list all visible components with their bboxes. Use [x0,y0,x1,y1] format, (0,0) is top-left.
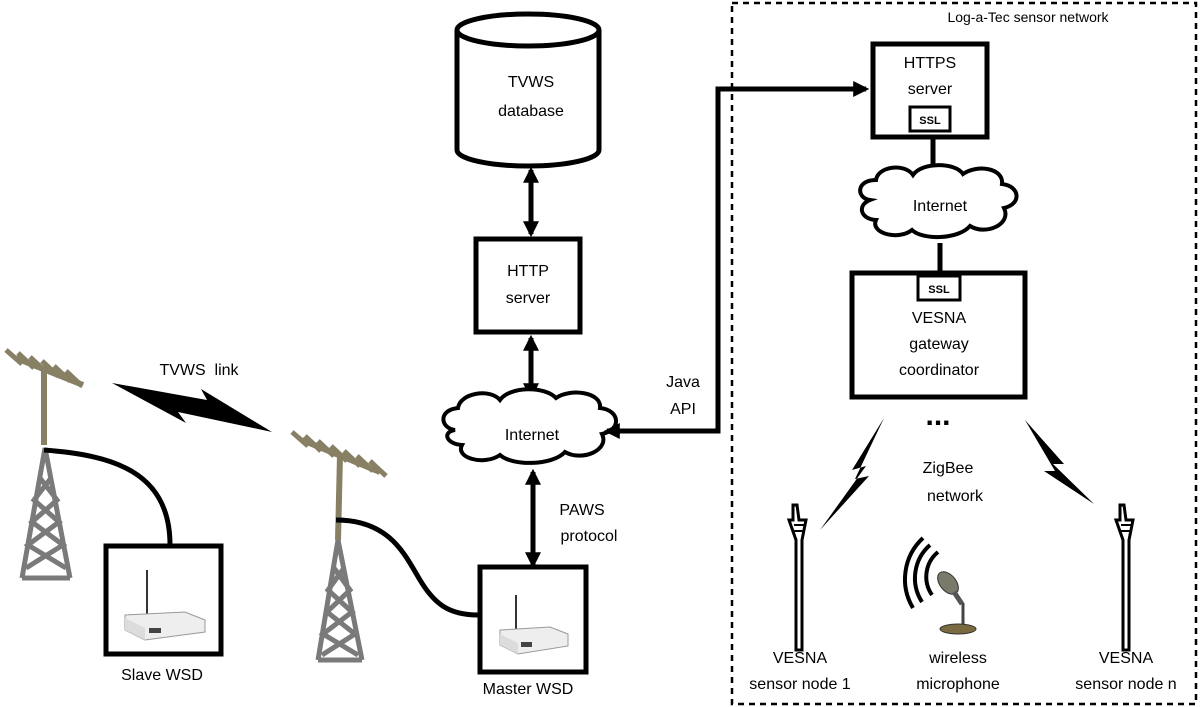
zigbee-bolt-left-icon [820,418,884,530]
gateway-ssl-label: SSL [928,284,950,296]
master-cable [335,517,479,618]
wsd-device-icon [499,595,569,655]
http-server-box [473,236,583,335]
log-a-tec-region: Log-a-Tec sensor network [730,1,1198,706]
java-api-arrow [603,80,870,440]
yagi-antenna-icon [4,348,85,445]
wsd-device-icon [124,570,206,641]
region-title: Log-a-Tec sensor network [947,9,1109,25]
internet-center-label: Internet [505,427,560,444]
http-server-label-1: HTTP [507,263,549,280]
paws-label-1: PAWS [559,502,604,519]
https-server-label-1: HTTPS [904,55,956,72]
master-antenna-tower [290,430,388,663]
slave-wsd-label: Slave WSD [121,667,203,684]
microphone-label-1: wireless [928,650,987,667]
wireless-microphone: wireless microphone [902,536,1000,693]
https-server-label-2: server [908,81,953,98]
master-wsd-node: Master WSD [477,564,589,698]
java-api-label-1: Java [666,374,700,391]
master-wsd-box [477,564,589,675]
sensor-node-n: VESNA sensor node n [1075,503,1177,693]
tower-icon [315,539,365,663]
http-server-label-2: server [506,290,551,307]
paws-label-2: protocol [561,528,618,545]
tvws-database-node: TVWS database [454,11,602,169]
gateway-label-2: gateway [909,336,969,353]
tower-icon [19,447,73,581]
internet-cloud-right: Internet [858,163,1019,240]
slave-wsd-node: Slave WSD [103,543,224,684]
tvws-db-label-2: database [498,103,564,120]
gateway-label-1: VESNA [912,310,967,327]
https-ssl-label: SSL [919,115,941,127]
https-server-node: HTTPS server SSL [870,41,990,140]
gateway-ssl-badge [916,274,962,302]
internet-cloud-center: Internet [441,387,618,465]
antenna-icon [1113,503,1135,652]
sensor-1-label-2: sensor node 1 [749,676,851,693]
https-ssl-badge [908,105,952,133]
gateway-label-3: coordinator [899,362,980,379]
microphone-label-2: microphone [916,676,1000,693]
tvws-link-label: TVWS link [159,362,239,379]
zigbee-label-2: network [927,488,984,505]
java-api-label-2: API [670,401,696,418]
slave-cable [43,447,173,546]
ellipsis-label: ... [925,399,950,432]
tvws-db-label-1: TVWS [508,74,554,91]
http-server-node: HTTP server [473,236,583,335]
tvws-link-bolt-icon [112,383,272,432]
database-cylinder-icon [454,30,602,169]
sensor-n-label-2: sensor node n [1075,676,1176,693]
zigbee-bolt-right-icon [1025,420,1094,504]
master-wsd-label: Master WSD [483,681,574,698]
gateway-node: SSL VESNA gateway coordinator [849,270,1028,400]
sensor-1-label-1: VESNA [773,650,828,667]
internet-right-label: Internet [913,198,968,215]
microphone-icon [902,536,977,635]
slave-antenna-tower [4,348,85,581]
cloud-icon [858,163,1019,240]
database-cylinder-top [454,11,602,49]
yagi-antenna-icon [290,430,388,541]
region-border [730,1,1198,706]
zigbee-label-1: ZigBee [923,460,974,477]
antenna-icon [786,503,808,652]
sensor-node-1: VESNA sensor node 1 [749,503,851,693]
sensor-n-label-1: VESNA [1099,650,1154,667]
